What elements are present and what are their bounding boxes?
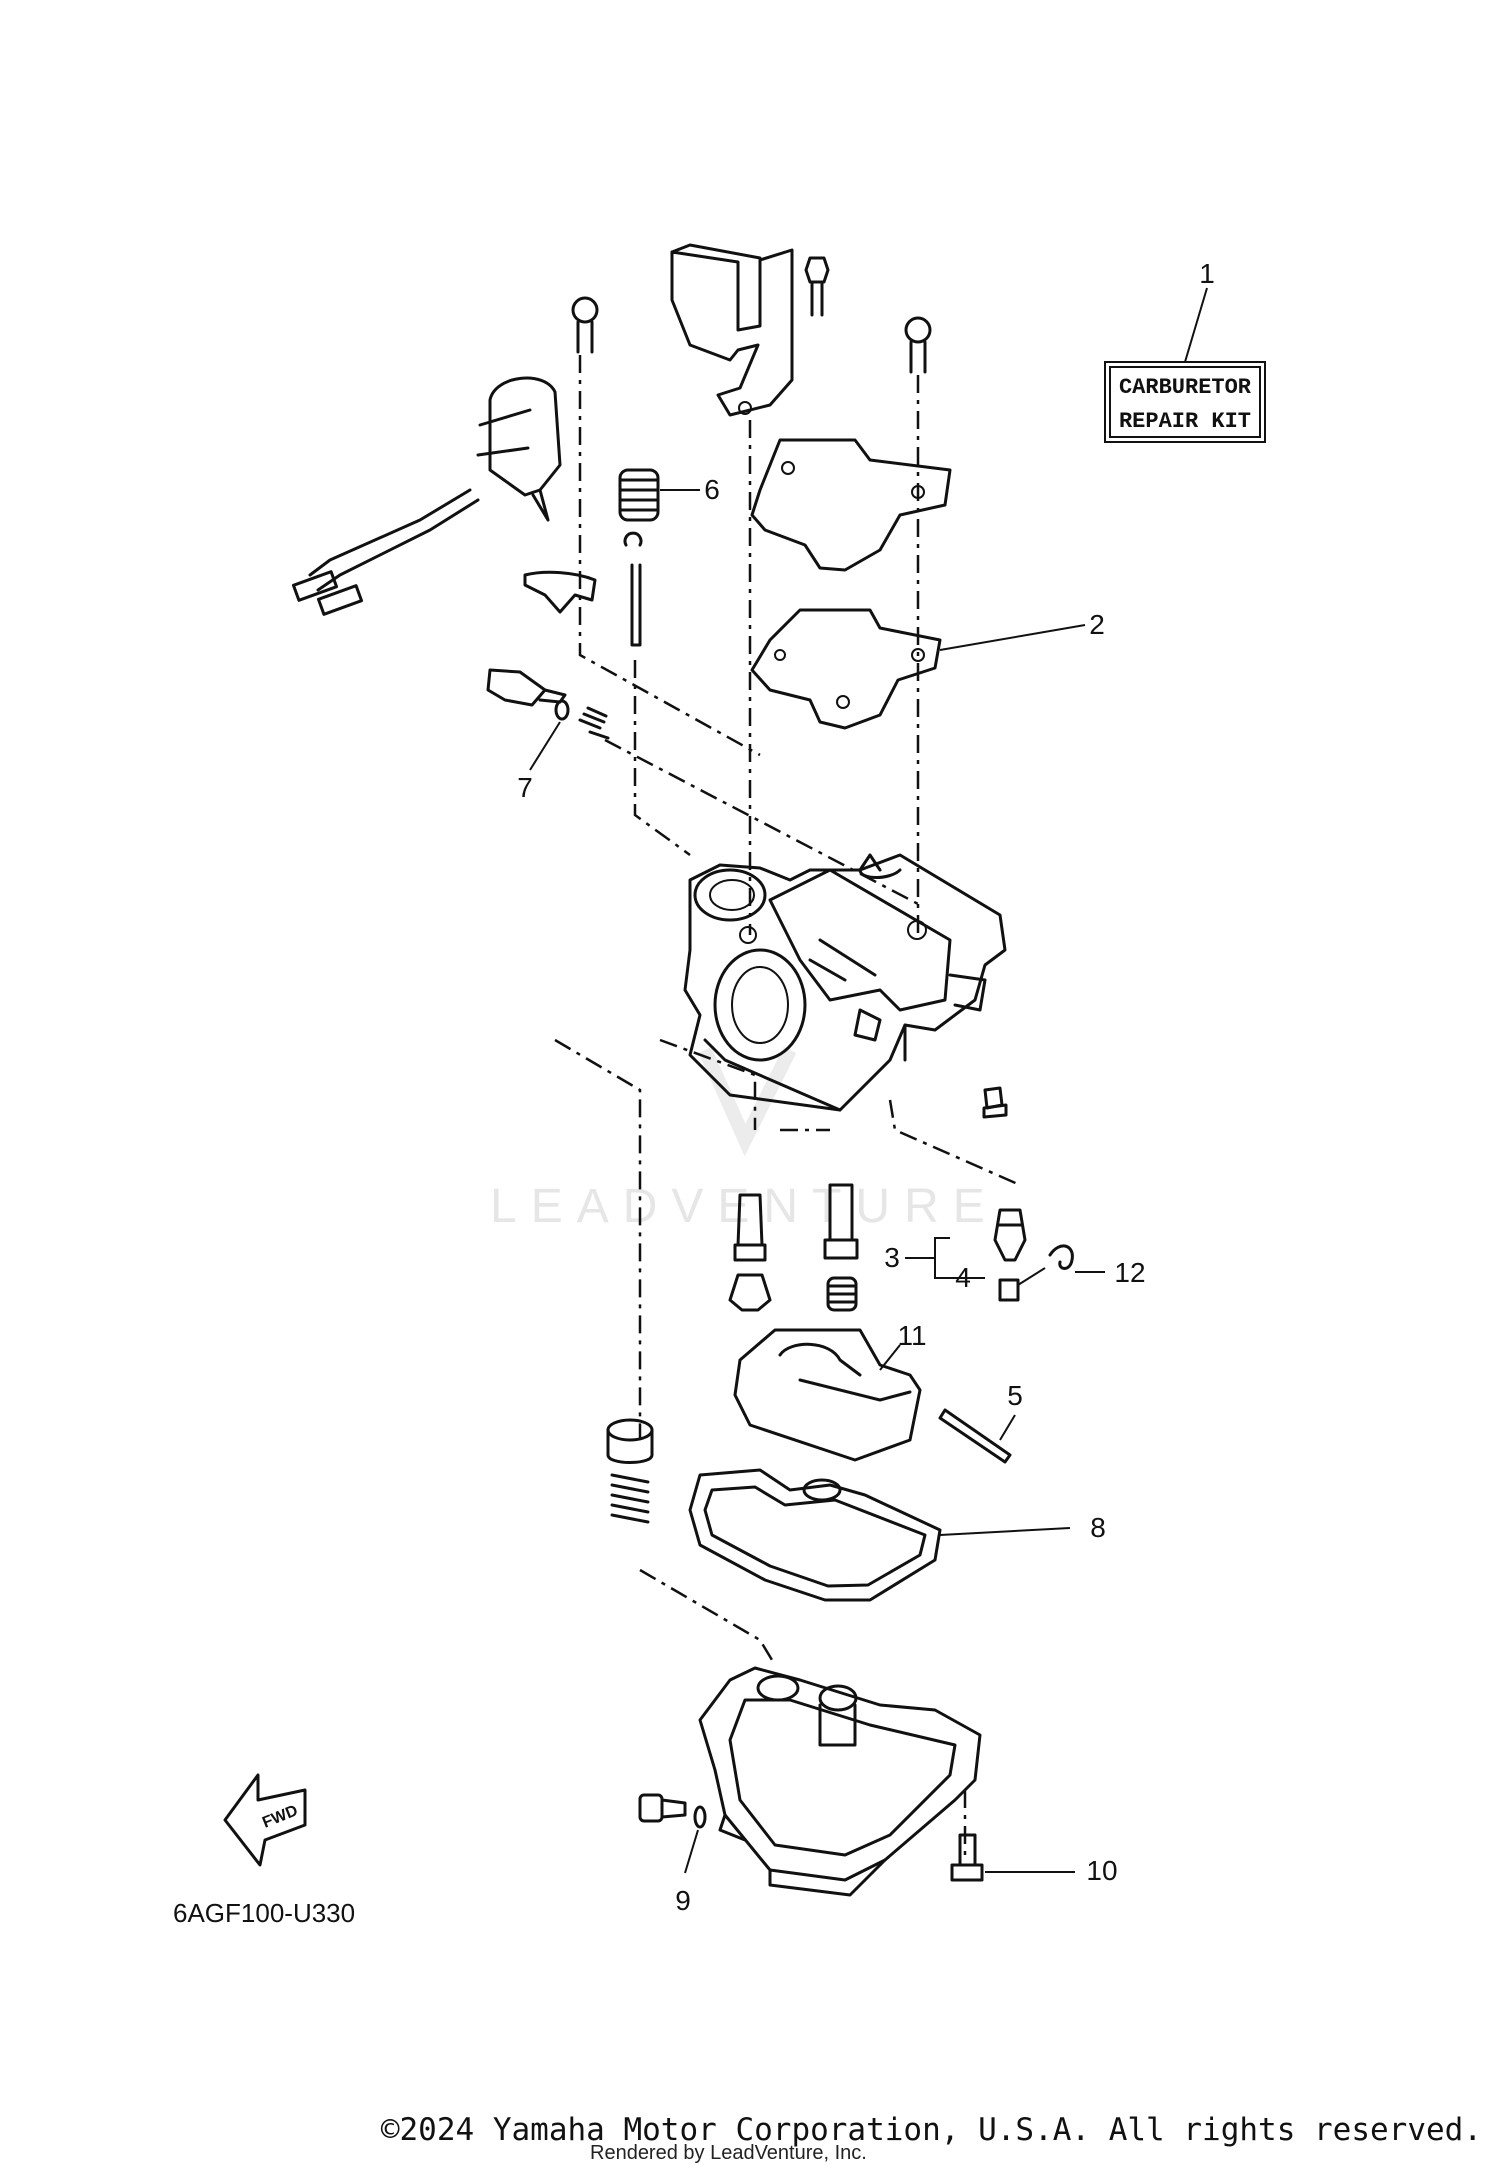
watermark-text: LEADVENTURE [490, 1180, 999, 1233]
part-12-clip [1048, 1244, 1105, 1273]
kit-label-line1: CARBURETOR [1119, 375, 1252, 400]
callout-9: 9 [675, 1885, 691, 1916]
callout-2: 2 [1089, 609, 1105, 640]
part-5-float-pin [938, 1408, 1016, 1464]
callout-labels: 1 2 3 4 5 6 7 8 9 10 11 12 [517, 258, 1215, 1916]
part-11-float [733, 1328, 922, 1462]
callout-10: 10 [1086, 1855, 1117, 1886]
callout-4: 4 [955, 1262, 971, 1293]
callout-3: 3 [884, 1242, 900, 1273]
float-bowl [698, 1666, 982, 1897]
callout-5: 5 [1007, 1380, 1023, 1411]
part-8-bowl-gasket [688, 1468, 1071, 1602]
top-screws [571, 296, 932, 374]
copyright-notice: ©2024 Yamaha Motor Corporation, U.S.A. A… [380, 2112, 1482, 2148]
watermark: LEADVENTURE [490, 1046, 999, 1233]
float-bowl-spring [606, 1418, 654, 1524]
diagram-code: 6AGF100-U330 [173, 1898, 355, 1928]
solenoid-bracket [670, 243, 830, 417]
callout-12: 12 [1114, 1257, 1145, 1288]
fwd-arrow-icon: FWD [223, 1773, 307, 1867]
callout-7: 7 [517, 772, 533, 803]
part-1-repair-kit: CARBURETOR REPAIR KIT [1104, 287, 1266, 443]
main-jets [728, 1183, 859, 1312]
part-7-pilot-screw [486, 668, 610, 771]
part-6-spring [618, 468, 700, 647]
body-screw [982, 1086, 1008, 1119]
part-10-bowl-screw [950, 1833, 1075, 1882]
kit-label-line2: REPAIR KIT [1119, 409, 1251, 434]
rendered-by-notice: Rendered by LeadVenture, Inc. [590, 2142, 867, 2164]
callout-8: 8 [1090, 1512, 1106, 1543]
part-9-drain-screw [638, 1793, 707, 1874]
part-3-needle-valve [905, 1208, 1046, 1302]
cover-plate [750, 438, 952, 572]
fwd-label: FWD [260, 1802, 300, 1831]
callout-6: 6 [704, 474, 720, 505]
assembly-lines [554, 355, 1021, 1860]
carburetor-body [683, 853, 1007, 1112]
callout-11: 11 [897, 1320, 926, 1351]
callout-1: 1 [1199, 258, 1215, 289]
fuel-enrichment-solenoid [291, 376, 597, 616]
part-2-gasket [750, 608, 1086, 730]
